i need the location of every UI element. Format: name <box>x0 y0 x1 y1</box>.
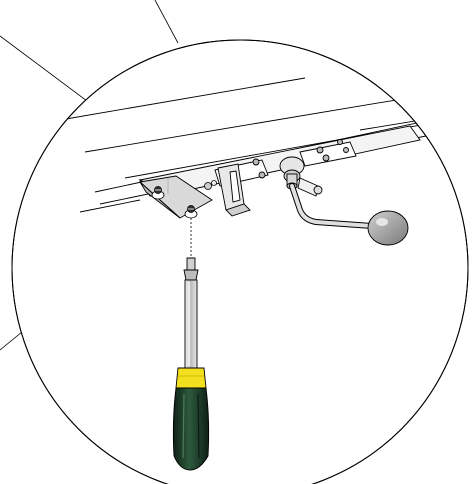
screwdriver-collar <box>175 367 207 389</box>
leader-line-top <box>154 0 179 44</box>
bracket-block <box>217 163 251 217</box>
crank-handle <box>279 156 409 246</box>
crank-knob <box>367 210 409 246</box>
detail-circle <box>11 39 469 484</box>
screwdriver <box>172 257 210 471</box>
screw-right <box>184 205 198 219</box>
screw-left <box>151 186 165 200</box>
bracket-bolt <box>204 180 217 190</box>
screwdriver-grip <box>172 387 210 471</box>
